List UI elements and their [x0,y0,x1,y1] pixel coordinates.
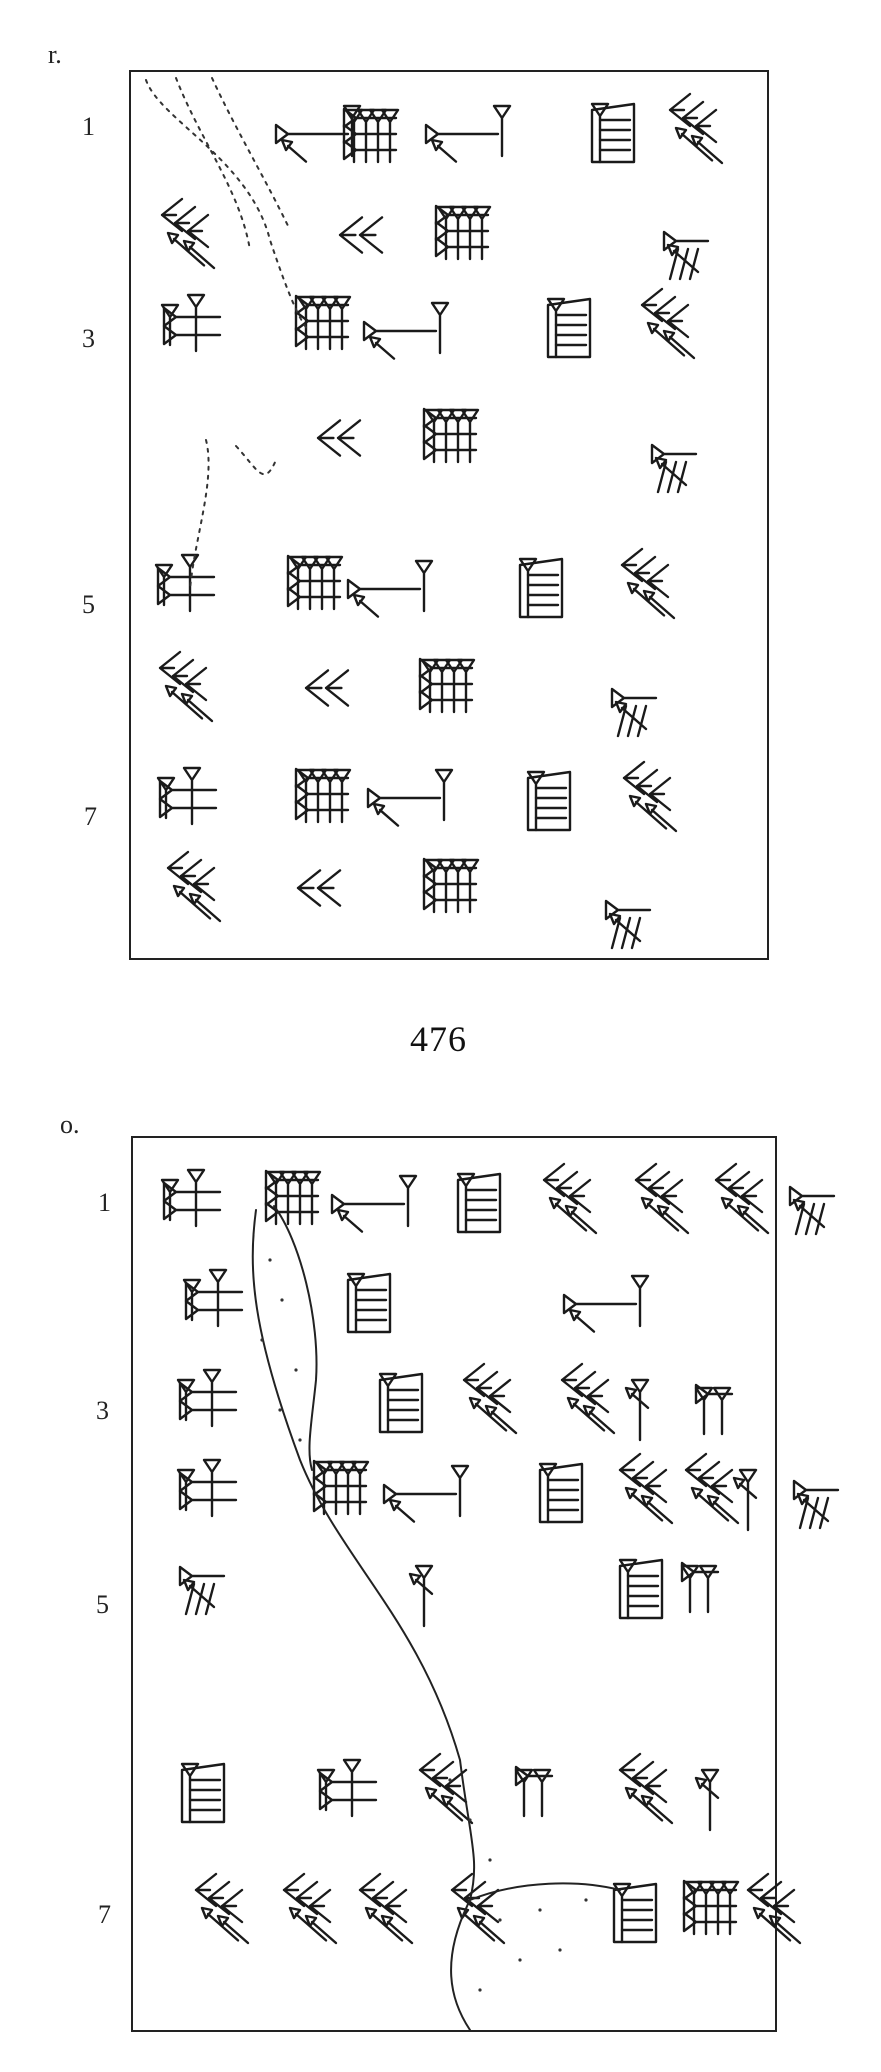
obverse-line-number-3: 3 [96,1396,109,1425]
reverse-line-number-7: 7 [84,802,97,831]
obverse-signs [160,1162,840,2031]
reverse-signs [145,77,724,950]
tablet-number: 476 [410,1019,467,1059]
reverse-line-number-3: 3 [82,324,95,353]
obverse-line-number-1: 1 [98,1188,111,1217]
obverse-tablet-drawing [131,1136,777,2032]
obverse-line-number-5: 5 [96,1590,109,1619]
reverse-line-number-5: 5 [82,590,95,619]
obverse-side-label: o. [60,1110,80,1139]
reverse-line-number-1: 1 [82,112,95,141]
obverse-line-number-7: 7 [98,1900,111,1929]
reverse-side-label: r. [48,40,62,69]
reverse-tablet-drawing [129,70,769,960]
